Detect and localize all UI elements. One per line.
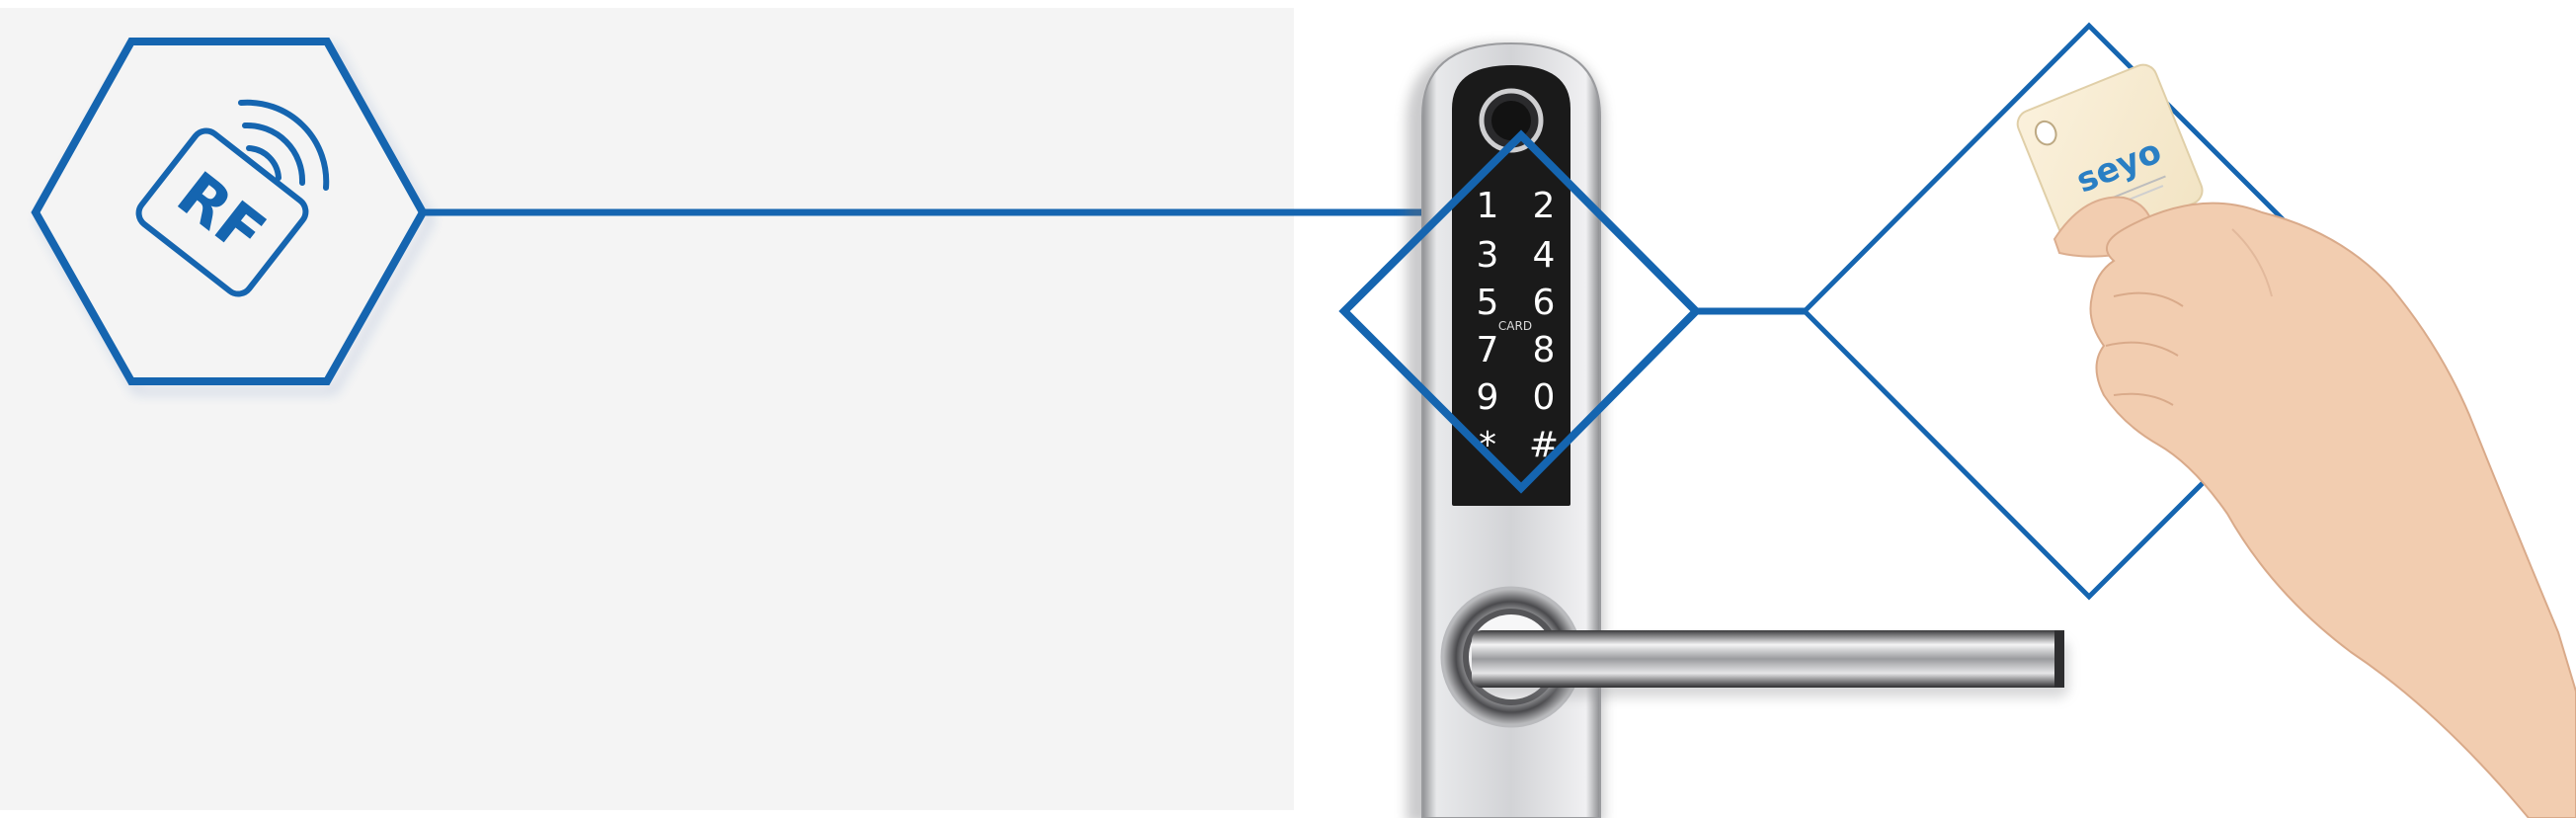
door-lever-handle[interactable] — [1472, 630, 2064, 688]
key-8[interactable]: 8 — [1533, 330, 1556, 370]
card-reader-label: CARD — [1498, 319, 1532, 333]
key-6[interactable]: 6 — [1533, 283, 1556, 323]
rf-hexagon-badge: RF — [31, 38, 434, 393]
rf-signal-waves-icon — [238, 99, 330, 191]
smart-lock: 1 2 3 4 5 6 7 8 9 0 * # CARD — [1407, 41, 2068, 818]
key-2[interactable]: 2 — [1533, 186, 1556, 226]
key-3[interactable]: 3 — [1477, 235, 1499, 276]
key-7[interactable]: 7 — [1477, 330, 1499, 370]
hand-holding-card: seyo — [2016, 63, 2576, 818]
key-4[interactable]: 4 — [1533, 235, 1556, 276]
rfid-key-card: seyo — [2016, 63, 2204, 251]
card-hole-icon — [2034, 120, 2057, 146]
key-9[interactable]: 9 — [1477, 377, 1499, 418]
key-1[interactable]: 1 — [1477, 186, 1499, 226]
key-0[interactable]: 0 — [1533, 377, 1556, 418]
key-5[interactable]: 5 — [1477, 283, 1499, 323]
